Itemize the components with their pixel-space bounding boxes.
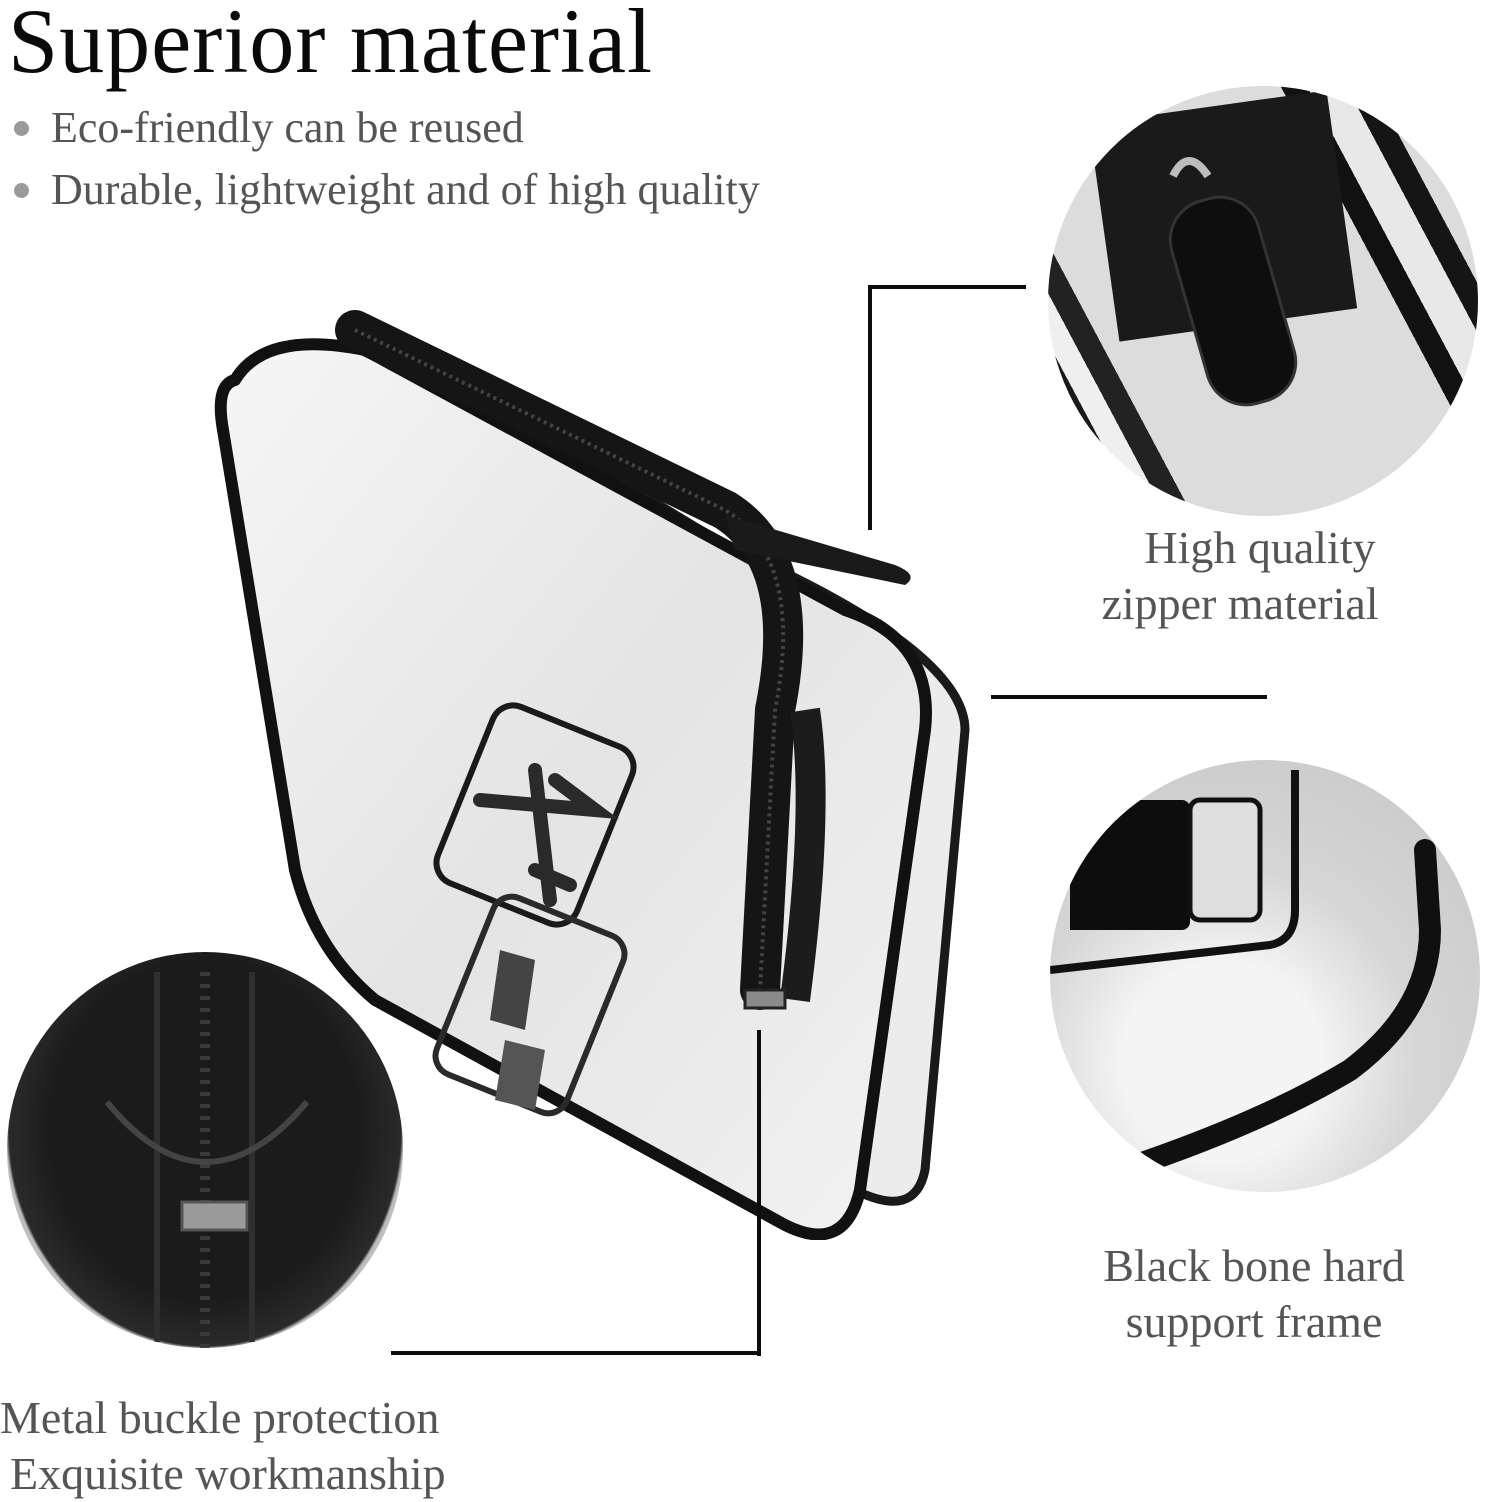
bullet-dot-icon xyxy=(14,120,29,136)
frame-caption: Black bone hard support frame xyxy=(1062,1238,1446,1350)
frame-closeup-image xyxy=(1050,760,1480,1192)
metal-buckle-closeup-image xyxy=(7,952,403,1348)
metal-caption: Metal buckle protection Exquisite workma… xyxy=(0,1390,540,1502)
feature-bullet: Durable, lightweight and of high quality xyxy=(14,162,760,218)
connector-metal-horizontal xyxy=(391,1351,761,1355)
connector-frame-horizontal xyxy=(991,695,1267,699)
feature-bullet: Eco-friendly can be reused xyxy=(14,100,524,156)
frame-caption-line1: Black bone hard xyxy=(1103,1240,1405,1291)
zipper-pull-icon xyxy=(1088,90,1358,407)
connector-zipper-horizontal xyxy=(868,285,1026,289)
frame-caption-line2: support frame xyxy=(1125,1296,1383,1347)
connector-metal-vertical xyxy=(757,1030,761,1356)
metal-caption-line1: Metal buckle protection xyxy=(0,1392,440,1443)
zipper-stop-icon xyxy=(104,972,310,1348)
zipper-caption-line2: zipper material xyxy=(1101,578,1379,629)
zipper-closeup-image xyxy=(1048,86,1478,516)
connector-zipper-vertical xyxy=(868,285,872,530)
zipper-caption: High quality zipper material xyxy=(1050,520,1430,632)
feature-text: Eco-friendly can be reused xyxy=(51,103,524,152)
zipper-caption-line1: High quality xyxy=(1144,522,1376,573)
frame-corner-icon xyxy=(1050,770,1442,1191)
clear-bag-image xyxy=(214,310,970,1240)
page-title: Superior material xyxy=(8,0,654,92)
metal-caption-line2: Exquisite workmanship xyxy=(10,1448,446,1499)
feature-text: Durable, lightweight and of high quality xyxy=(51,165,760,214)
bullet-dot-icon xyxy=(14,182,29,198)
